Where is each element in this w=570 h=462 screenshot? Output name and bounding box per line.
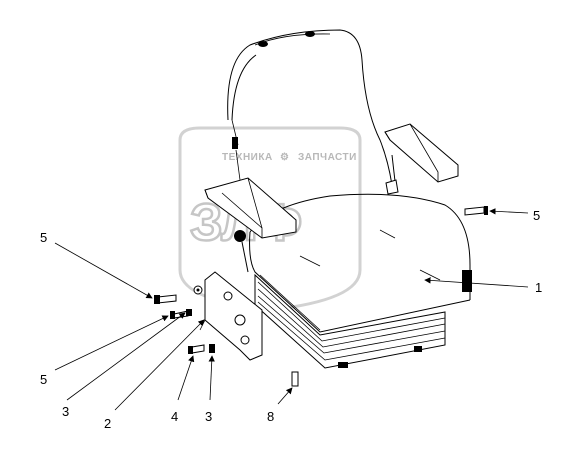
- suspension-bellows: [254, 273, 446, 369]
- leader-4: [177, 355, 195, 401]
- leader-2: [114, 319, 205, 411]
- leader-5a: [54, 242, 153, 299]
- seat-side-connector: [462, 270, 472, 292]
- backrest: [227, 29, 393, 186]
- left-armrest: [204, 177, 297, 273]
- callout-5-lower-left: 5: [40, 372, 47, 387]
- callout-8: 8: [267, 409, 274, 424]
- right-armrest: [384, 123, 459, 195]
- leader-5c: [489, 208, 529, 215]
- leader-5b: [54, 315, 169, 371]
- callout-5-upper-left: 5: [40, 230, 47, 245]
- callout-5-right: 5: [533, 208, 540, 223]
- callout-4: 4: [171, 409, 178, 424]
- callout-labels: 5 5 3 2 4 3 8 5 1: [40, 208, 542, 431]
- armrest-pivot: [234, 230, 246, 242]
- leader-1: [424, 277, 529, 288]
- callout-3-center: 3: [205, 409, 212, 424]
- watermark-gear-icon: ⚙: [280, 152, 289, 163]
- mounting-bracket: [199, 271, 263, 361]
- headrest-clip-left: [258, 41, 268, 47]
- seat-cushion: [249, 193, 472, 333]
- headrest-clip-right: [305, 31, 315, 37]
- leader-3b: [208, 355, 215, 401]
- watermark-brand-right: ЗАПЧАСТИ: [298, 152, 357, 163]
- watermark-brand-left: ТЕХНИКА: [222, 152, 273, 163]
- callout-2: 2: [104, 416, 111, 431]
- callout-1: 1: [535, 280, 542, 295]
- bolts: [154, 206, 488, 387]
- leader-8: [277, 387, 293, 405]
- cable-connector: [232, 137, 238, 149]
- base-foot-2: [414, 346, 422, 352]
- base-foot-1: [338, 362, 348, 368]
- leader-lines: [54, 208, 529, 411]
- leader-3a: [66, 312, 186, 401]
- callout-3-left: 3: [62, 404, 69, 419]
